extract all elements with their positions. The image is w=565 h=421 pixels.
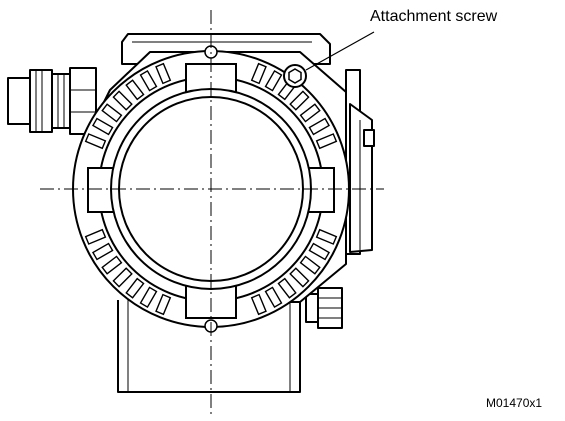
ring-rib (91, 117, 114, 136)
right-cover-plate (345, 69, 375, 255)
attachment-screw-label: Attachment screw (370, 8, 498, 25)
figure-id: M01470x1 (486, 396, 543, 410)
ring-rib (289, 267, 310, 288)
ring-rib (91, 242, 114, 261)
ring-rib (125, 277, 145, 299)
ring-rib (289, 90, 310, 111)
attachment-screw-icon (283, 64, 307, 88)
ring-rib (250, 293, 267, 316)
ring-rib (250, 62, 267, 85)
cable-gland-left (7, 67, 97, 135)
ring-rib (155, 293, 172, 316)
ring-rib (315, 133, 338, 150)
cover-ring-ribs (84, 62, 338, 316)
ring-rib (84, 228, 107, 245)
ring-rib (299, 255, 321, 275)
ring-rib (308, 242, 331, 261)
ring-rib (139, 69, 158, 92)
ring-rib (277, 277, 297, 299)
ring-rib (112, 267, 133, 288)
housing-neck (117, 300, 301, 393)
ring-rib (315, 228, 338, 245)
ring-rib (139, 286, 158, 309)
ring-rib (101, 103, 123, 123)
lower-screw-plug (305, 287, 343, 329)
ring-rib (101, 255, 123, 275)
ring-rib (84, 133, 107, 150)
callout-leader-line (305, 31, 375, 71)
ring-rib (308, 117, 331, 136)
ring-rib (264, 286, 283, 309)
ring-rib (125, 79, 145, 101)
ring-rib (112, 90, 133, 111)
ring-rib (155, 62, 172, 85)
center-lines (40, 10, 384, 418)
ring-rib (264, 69, 283, 92)
ring-rib (299, 103, 321, 123)
